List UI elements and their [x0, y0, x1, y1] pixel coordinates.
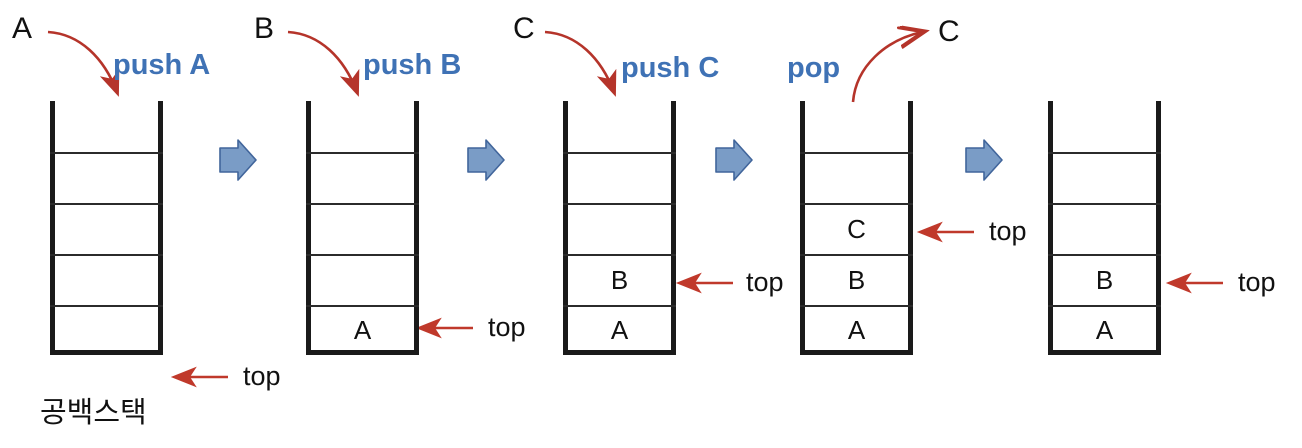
- stack-divider: [800, 254, 913, 256]
- empty-stack-caption: 공백스택: [40, 395, 147, 429]
- stack-divider: [306, 203, 419, 205]
- stack-cell-3: [311, 203, 414, 254]
- stack-divider: [50, 254, 163, 256]
- stack-cell-2: B: [847, 264, 866, 295]
- top-label-1: top: [243, 361, 281, 391]
- transition-arrow-1: [219, 139, 257, 181]
- curved-arrow-push-c: [544, 30, 617, 97]
- stack-wall-left: [306, 101, 311, 355]
- stack-cell-1: A: [1095, 315, 1114, 345]
- stack-cell-4: [805, 152, 908, 203]
- stack-divider: [306, 254, 419, 256]
- stack-cell-2: [311, 254, 414, 305]
- stack-wall-right: [1156, 101, 1161, 355]
- curved-arrow-pop: [851, 32, 922, 103]
- stack-cell-4: [311, 152, 414, 203]
- stack-cell-3: C: [847, 213, 866, 244]
- stack-wall-right: [414, 101, 419, 355]
- stack-cell-4: [568, 152, 671, 203]
- stack-cell-1: [55, 305, 158, 355]
- stack-divider: [800, 152, 913, 154]
- stack-divider: [800, 305, 913, 307]
- stack-cell-4: [1053, 152, 1156, 203]
- stack-after-push-a: A: [306, 101, 419, 355]
- stack-cell-1: A: [847, 315, 866, 345]
- stack-divider: [1048, 305, 1161, 307]
- stack-wall-left: [1048, 101, 1053, 355]
- transition-arrow-4: [965, 139, 1003, 181]
- stack-cell-2: B: [610, 264, 629, 295]
- stack-cell-3: [55, 203, 158, 254]
- stack-cell-3: [1053, 203, 1156, 254]
- stack-wall-left: [800, 101, 805, 355]
- stack-cell-2: B: [1095, 264, 1114, 295]
- stack-floor: [800, 350, 913, 355]
- stack-divider: [50, 152, 163, 154]
- stack-divider: [1048, 203, 1161, 205]
- stack-floor: [50, 350, 163, 355]
- stack-divider: [50, 305, 163, 307]
- operation-label-pop: pop: [787, 52, 841, 84]
- stack-divider: [306, 305, 419, 307]
- source-letter-a: A: [12, 12, 33, 45]
- stack-after-pop: B A: [1048, 101, 1161, 355]
- stack-after-push-c: C B A: [800, 101, 913, 355]
- popped-letter-c: C: [938, 15, 960, 48]
- stack-divider: [800, 203, 913, 205]
- source-letter-c: C: [513, 12, 535, 45]
- stack-divider: [1048, 254, 1161, 256]
- stack-cell-2: [55, 254, 158, 305]
- top-label-3: top: [746, 267, 784, 297]
- curved-arrow-push-a: [47, 30, 120, 97]
- transition-arrow-2: [467, 139, 505, 181]
- top-label-4: top: [989, 216, 1027, 246]
- stack-wall-right: [908, 101, 913, 355]
- stack-cell-1: A: [610, 315, 629, 345]
- stack-floor: [1048, 350, 1161, 355]
- stack-wall-right: [671, 101, 676, 355]
- stack-cell-4: [55, 152, 158, 203]
- operation-label-push-b: push B: [363, 49, 462, 81]
- stack-divider: [50, 203, 163, 205]
- curved-arrow-push-b: [287, 30, 360, 97]
- top-label-2: top: [488, 312, 526, 342]
- stack-divider: [563, 152, 676, 154]
- operation-label-push-c: push C: [621, 52, 720, 84]
- stack-divider: [563, 305, 676, 307]
- stack-divider: [563, 203, 676, 205]
- stack-divider: [306, 152, 419, 154]
- stack-after-push-b: B A: [563, 101, 676, 355]
- stack-wall-left: [563, 101, 568, 355]
- stack-divider: [1048, 152, 1161, 154]
- stack-floor: [563, 350, 676, 355]
- stack-wall-left: [50, 101, 55, 355]
- stack-floor: [306, 350, 419, 355]
- transition-arrow-3: [715, 139, 753, 181]
- stack-wall-right: [158, 101, 163, 355]
- stack-cell-3: [568, 203, 671, 254]
- top-label-5: top: [1238, 267, 1276, 297]
- stack-empty: [50, 101, 163, 355]
- stack-cell-1: A: [353, 315, 372, 345]
- source-letter-b: B: [254, 12, 275, 45]
- stack-divider: [563, 254, 676, 256]
- operation-label-push-a: push A: [113, 49, 211, 81]
